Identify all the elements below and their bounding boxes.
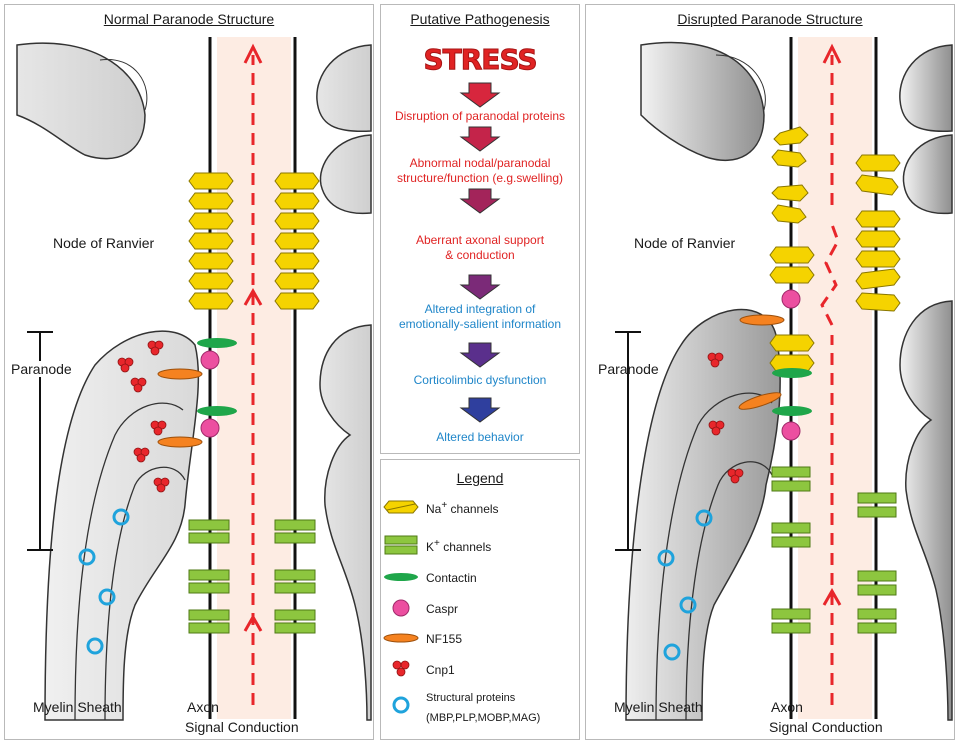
myelin-sheath-right	[900, 301, 952, 720]
caspr-icon	[393, 600, 409, 616]
arrow-2	[461, 127, 499, 151]
nf155-1	[158, 369, 202, 379]
normal-paranode-panel: Normal Paranode Structure	[4, 4, 374, 740]
myelin-cap-left	[641, 42, 764, 160]
myelin-sheath-left	[45, 331, 198, 720]
contactin-2	[197, 406, 237, 416]
contactin-1	[197, 338, 237, 348]
na-channels-left	[189, 173, 233, 309]
myelin-cap-left	[17, 43, 145, 159]
structural-protein-icon	[394, 698, 408, 712]
arrow-3	[461, 189, 499, 213]
k-channels-left	[189, 520, 229, 633]
caspr-1	[782, 290, 800, 308]
node-of-ranvier-label: Node of Ranvier	[53, 235, 154, 251]
arrow-5	[461, 343, 499, 367]
step-1: Disruption of paranodal proteins	[381, 109, 579, 124]
nf155-1	[740, 315, 784, 325]
legend-structural-sublabel: (MBP,PLP,MOBP,MAG)	[426, 712, 540, 724]
myelin-sheath-label: Myelin Sheath	[33, 699, 122, 715]
paranode-label: Paranode	[598, 361, 659, 377]
myelin-sheath-label: Myelin Sheath	[614, 699, 703, 715]
na-channels-right-broken	[856, 155, 900, 311]
arrow-4	[461, 275, 499, 299]
cnp1-icon	[393, 661, 409, 676]
nf155-2	[158, 437, 202, 447]
arrow-6	[461, 398, 499, 422]
myelin-cap-right	[317, 45, 371, 131]
myelin-cap-right-lower	[320, 135, 371, 213]
myelin-cap-right	[900, 45, 952, 131]
axon-label: Axon	[187, 699, 219, 715]
step-6: Altered behavior	[381, 430, 579, 445]
myelin-sheath-right	[320, 325, 371, 720]
caspr-2	[201, 419, 219, 437]
contactin-1	[772, 368, 812, 378]
k-channel-icon	[385, 536, 417, 554]
step-3: Aberrant axonal support& conduction	[381, 233, 579, 263]
legend-cnp1-label: Cnp1	[426, 663, 455, 677]
signal-conduction-label: Signal Conduction	[769, 719, 883, 735]
na-channel-icon	[384, 501, 418, 519]
legend-caspr-label: Caspr	[426, 602, 458, 616]
legend-contactin-label: Contactin	[426, 571, 477, 585]
axon-label: Axon	[771, 699, 803, 715]
legend-k-label: K+ channels	[426, 538, 491, 554]
myelin-cap-right-lower	[903, 135, 952, 213]
na-channels-right	[275, 173, 319, 309]
contactin-icon	[384, 573, 418, 581]
legend-panel: Legend Na+ channels K+ channels Contacti…	[380, 459, 580, 740]
node-of-ranvier-label: Node of Ranvier	[634, 235, 735, 251]
legend-na-label: Na+ channels	[426, 500, 499, 516]
legend-structural-label: Structural proteins	[426, 692, 515, 704]
disrupted-paranode-panel: Disrupted Paranode Structure	[585, 4, 955, 740]
k-channels-right	[275, 520, 315, 633]
nf155-icon	[384, 634, 418, 642]
arrow-1	[461, 83, 499, 107]
caspr-2	[782, 422, 800, 440]
paranode-label: Paranode	[11, 361, 72, 377]
caspr-1	[201, 351, 219, 369]
pathogenesis-panel: Putative Pathogenesis STRESS Disruption …	[380, 4, 580, 454]
signal-conduction-label: Signal Conduction	[185, 719, 299, 735]
legend-nf155-label: NF155	[426, 632, 462, 646]
step-5: Corticolimbic dysfunction	[381, 373, 579, 388]
contactin-2	[772, 406, 812, 416]
